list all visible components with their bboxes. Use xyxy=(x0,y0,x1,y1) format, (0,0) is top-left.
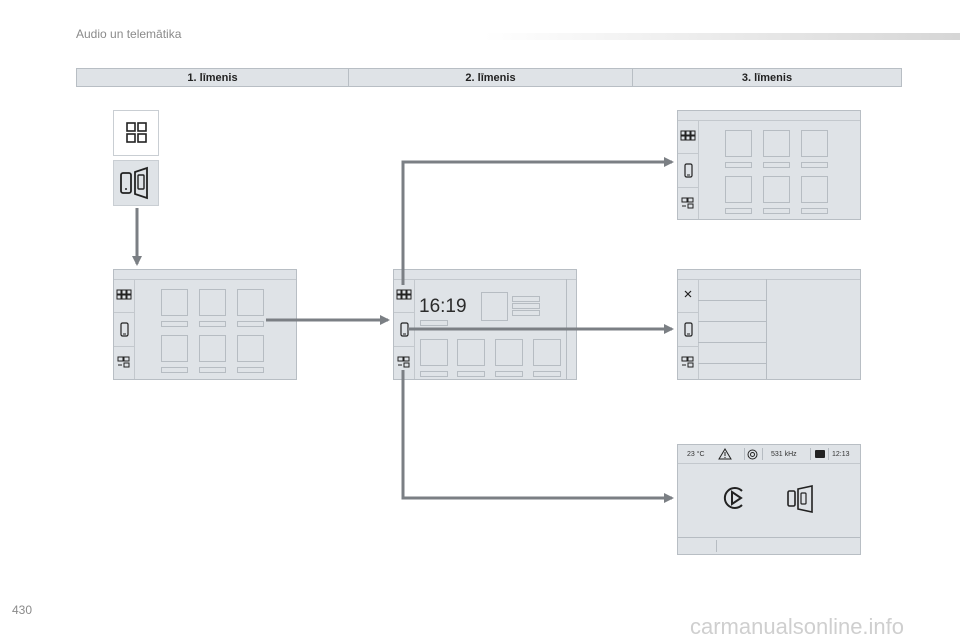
status-frequency: 531 kHz xyxy=(771,451,797,458)
warning-icon xyxy=(718,448,732,460)
screen-clock-level2: 16:19 xyxy=(393,269,577,380)
arrow-level2-to-media xyxy=(401,370,674,503)
level-1-header: 1. līmenis xyxy=(77,69,349,86)
watermark: carmanualsonline.info xyxy=(690,614,905,639)
screen-home-level1 xyxy=(113,269,297,380)
settings-apps-icon xyxy=(681,197,694,209)
settings-apps-icon xyxy=(397,356,410,368)
status-bar xyxy=(678,445,860,464)
status-temperature: 23 °C xyxy=(687,451,705,458)
grid-icon xyxy=(126,122,147,143)
settings-apps-icon xyxy=(117,356,130,368)
header-rule xyxy=(484,33,960,40)
level-2-header: 2. līmenis xyxy=(349,69,633,86)
phone-mirror-icon xyxy=(120,166,148,200)
level-table: 1. līmenis 2. līmenis 3. līmenis xyxy=(76,68,902,87)
screen-list-level3 xyxy=(677,269,861,380)
phone-icon xyxy=(684,322,693,337)
arrow-level2-to-apps xyxy=(401,157,674,285)
page-number: 430 xyxy=(12,603,33,617)
page-header-title: Audio un telemātika xyxy=(76,27,182,41)
level-3-header: 3. līmenis xyxy=(741,71,793,84)
phone-icon xyxy=(120,322,129,337)
status-time: 12:13 xyxy=(832,451,850,458)
connectivity-icon xyxy=(747,449,758,460)
mirror-screen-tile xyxy=(113,160,159,206)
phone-mirror-icon xyxy=(787,485,813,513)
phone-icon xyxy=(684,163,693,178)
apps-grid-icon xyxy=(680,130,696,141)
apps-grid-icon xyxy=(396,289,412,300)
close-icon xyxy=(684,290,692,298)
play-icon xyxy=(723,487,743,509)
menu-grid-tile xyxy=(113,110,159,156)
clock-display: 16:19 xyxy=(419,296,467,317)
screen-media-level3: 23 °C 531 kHz 12:13 xyxy=(677,444,861,555)
phone-card-icon xyxy=(815,450,825,458)
settings-apps-icon xyxy=(681,356,694,368)
screen-apps-level3 xyxy=(677,110,861,220)
apps-grid-icon xyxy=(116,289,132,300)
